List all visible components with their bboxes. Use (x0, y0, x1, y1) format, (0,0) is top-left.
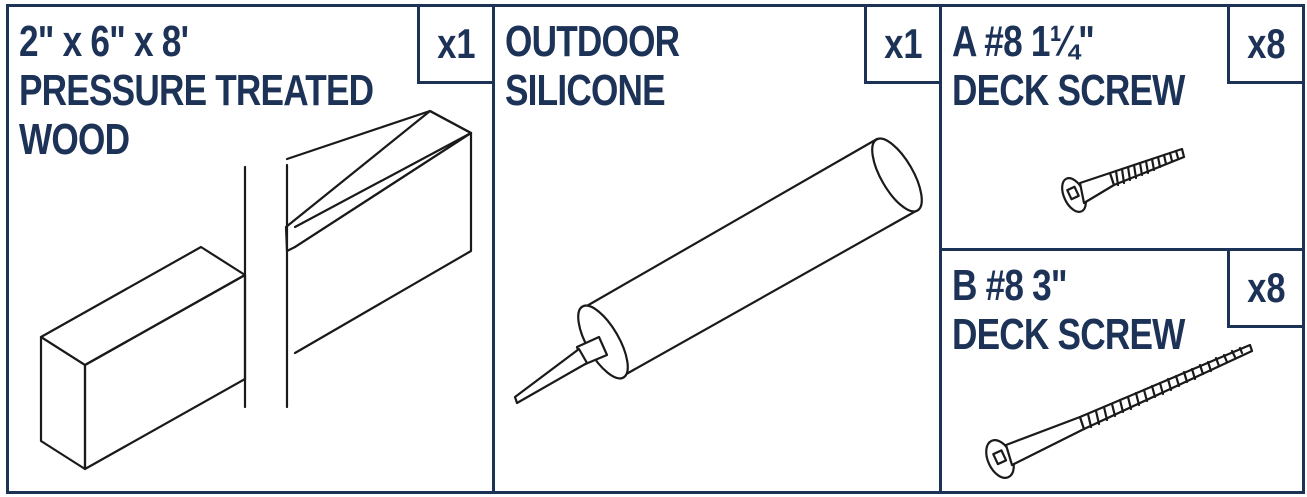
quantity-label: x8 (1246, 20, 1286, 67)
material-title: 2" x 6" x 8' PRESSURE TREATED WOOD (19, 17, 374, 164)
lumber-board-icon (39, 109, 473, 471)
material-title-line: PRESSURE TREATED (19, 66, 374, 115)
long-deck-screw-icon (985, 343, 1254, 479)
quantity-badge: x8 (1227, 248, 1305, 328)
material-panel-silicone: OUTDOOR SILICONE x1 (492, 4, 942, 494)
quantity-badge: x8 (1227, 4, 1305, 84)
quantity-label: x1 (883, 20, 923, 67)
material-title-line: B #8 3" (952, 261, 1068, 310)
material-title: B #8 3" DECK SCREW (952, 261, 1185, 359)
short-deck-screw-icon (1061, 147, 1186, 213)
material-title: A #8 1¼" DECK SCREW (952, 17, 1185, 115)
material-title-line: SILICONE (505, 66, 666, 115)
quantity-label: x1 (436, 20, 476, 67)
material-panel-wood: 2" x 6" x 8' PRESSURE TREATED WOOD x1 (6, 4, 495, 494)
quantity-badge: x1 (864, 4, 942, 84)
caulk-tube-icon (513, 137, 923, 405)
material-title-line: DECK SCREW (952, 66, 1185, 115)
material-title-line: OUTDOOR (505, 17, 680, 66)
material-title: OUTDOOR SILICONE (505, 17, 680, 115)
material-title-line: A #8 1¼" (952, 17, 1095, 66)
material-title-line: DECK SCREW (952, 310, 1185, 359)
material-panel-screw-a: A #8 1¼" DECK SCREW x8 (939, 4, 1305, 251)
material-title-line: WOOD (19, 115, 130, 164)
material-panel-screw-b: B #8 3" DECK SCREW x8 (939, 248, 1305, 494)
material-title-line: 2" x 6" x 8' (19, 17, 189, 66)
quantity-label: x8 (1246, 264, 1286, 311)
